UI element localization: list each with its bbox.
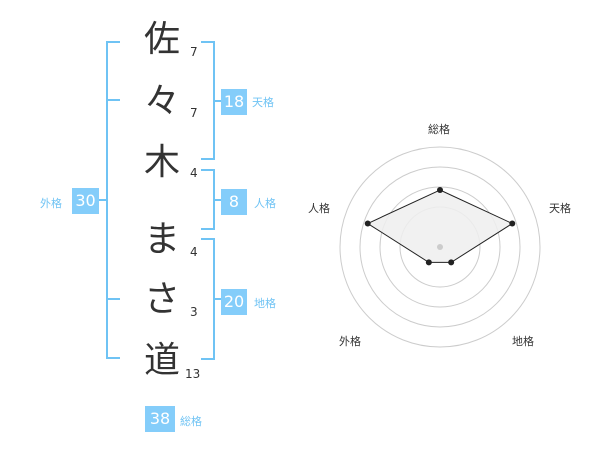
gaikaku-label: 外格 (40, 197, 62, 210)
radar-axis-label-gaikaku: 外格 (339, 335, 361, 348)
chikaku-value: 20 (221, 289, 247, 315)
bracket-tick (106, 99, 120, 101)
radar-axis-label-tenkaku: 天格 (549, 202, 571, 215)
name-char-6: 道 (143, 340, 180, 381)
radar-center-point (437, 244, 443, 250)
bracket-tick (106, 298, 120, 300)
name-char-4: ま (143, 219, 180, 260)
name-char-1: 佐 (143, 19, 180, 60)
stroke-count-3: 4 (190, 166, 198, 180)
jinkaku-connector (213, 199, 221, 201)
gaikaku-bracket (106, 41, 120, 359)
radar-chart (339, 146, 541, 348)
name-char-2: 々 (143, 81, 180, 122)
soukaku-label: 総格 (180, 415, 202, 428)
radar-axis-label-jinkaku: 人格 (308, 202, 330, 215)
radar-point-4 (425, 259, 432, 266)
radar-axis-label-soukaku: 総格 (428, 123, 450, 136)
gaikaku-connector (98, 199, 107, 201)
gaikaku-value: 30 (72, 188, 99, 214)
tenkaku-label: 天格 (252, 96, 274, 109)
name-char-3: 木 (143, 142, 180, 183)
radar-grid-ring (339, 146, 541, 348)
stroke-count-2: 7 (190, 106, 198, 120)
tenkaku-value: 18 (221, 89, 247, 115)
radar-axis-label-chikaku: 地格 (512, 335, 534, 348)
radar-point-5 (364, 220, 371, 227)
radar-grid-ring (359, 166, 521, 328)
name-char-5: さ (143, 279, 180, 320)
soukaku-value: 38 (145, 406, 175, 432)
chikaku-connector (213, 298, 221, 300)
chikaku-label: 地格 (254, 297, 276, 310)
radar-series-area (366, 189, 514, 263)
jinkaku-value: 8 (221, 189, 247, 215)
stroke-count-5: 3 (190, 305, 198, 319)
stroke-count-4: 4 (190, 245, 198, 259)
radar-point-1 (437, 187, 443, 193)
radar-point-3 (448, 259, 455, 266)
tenkaku-connector (213, 100, 221, 102)
jinkaku-label: 人格 (254, 197, 276, 210)
stroke-count-1: 7 (190, 45, 198, 59)
stroke-count-6: 13 (185, 367, 201, 381)
radar-point-2 (509, 220, 516, 227)
